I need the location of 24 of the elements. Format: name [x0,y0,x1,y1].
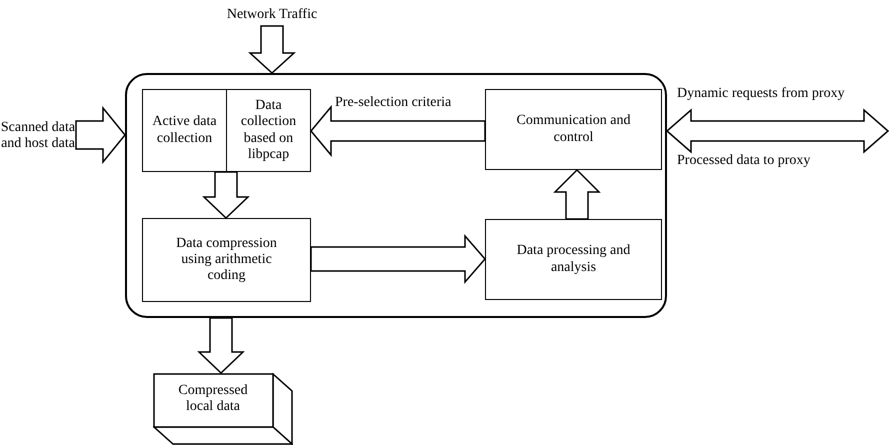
block-arrow [666,108,889,154]
arrow-label: Processed data to proxy [677,153,810,170]
node-label: Compressed local data [177,383,249,416]
input-label: Scanned data and host data [0,108,76,164]
node-label: Data collection based on libpcap [240,98,298,163]
process-box [485,89,662,170]
process-box [226,89,311,172]
block-arrow [553,168,601,220]
node-label: Active data collection [151,114,218,147]
input-label: Network Traffic [215,4,329,26]
arrow-label: Dynamic requests from proxy [677,86,845,102]
node-label: Communication and control [516,113,632,146]
block-arrow [75,106,126,164]
node-label: Data compression using arithmetic coding [175,236,278,284]
block-arrow [197,317,245,374]
system-boundary-box [125,73,667,318]
process-box [485,219,662,300]
process-box [142,218,311,302]
process-box [142,89,227,172]
block-arrow [310,234,486,284]
node-label: Data processing and analysis [516,243,631,276]
block-arrow [310,104,486,158]
block-arrow [202,171,250,220]
block-arrow [248,25,296,74]
